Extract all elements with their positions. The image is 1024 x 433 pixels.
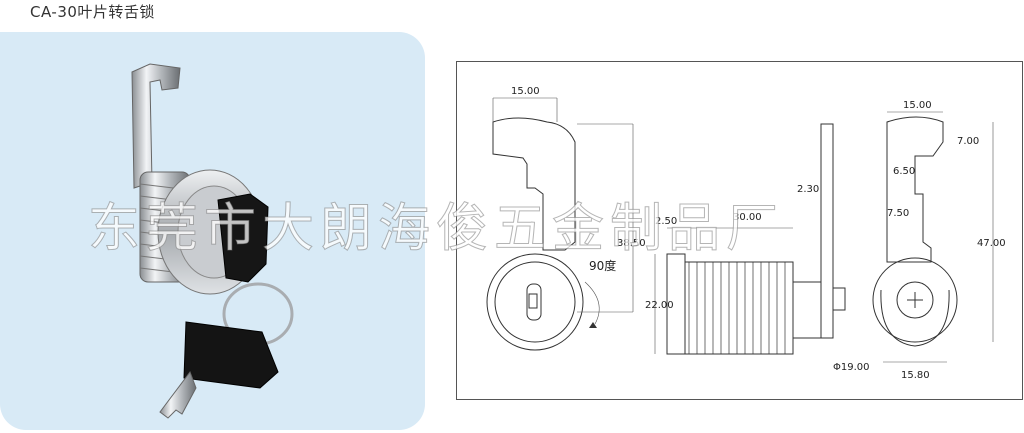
- loose-key: [159, 321, 279, 419]
- product-title: CA-30叶片转舌锁: [30, 3, 155, 21]
- side-view: [666, 123, 846, 355]
- dim-side-plate: 2.30: [797, 184, 819, 195]
- front-view: [486, 117, 600, 351]
- dim-front-width: 15.00: [511, 86, 540, 97]
- cam-blade: [131, 63, 181, 189]
- product-photo-panel: [0, 32, 425, 430]
- side-dimensions: 2.30 2.50 30.00 22.00: [645, 184, 819, 354]
- dim-back-top: 7.00: [957, 136, 979, 147]
- dim-rotation: 90度: [589, 258, 616, 273]
- dim-body-length: 30.00: [733, 212, 762, 223]
- dim-front-height: 38.50: [617, 238, 646, 249]
- dim-back-height: 47.00: [977, 238, 1006, 249]
- key-in-lock: [217, 193, 269, 283]
- back-dimensions: 15.00 7.00 6.50 7.50 47.00 Φ19.00 15.80: [833, 100, 1006, 381]
- dim-washer: 2.50: [655, 216, 677, 227]
- dim-back-diameter: Φ19.00: [833, 362, 870, 373]
- dim-back-offset: 7.50: [887, 208, 909, 219]
- dim-back-slot: 6.50: [893, 166, 915, 177]
- dim-back-width: 15.00: [903, 100, 932, 111]
- dim-back-flat: 15.80: [901, 370, 930, 381]
- front-dimensions: 15.00 38.50 90度: [492, 86, 646, 313]
- technical-drawing: 15.00 38.50 90度 2.30: [456, 61, 1023, 400]
- lock-photo: [131, 63, 294, 419]
- dim-body-diameter: 22.00: [645, 300, 674, 311]
- back-view: [872, 116, 958, 347]
